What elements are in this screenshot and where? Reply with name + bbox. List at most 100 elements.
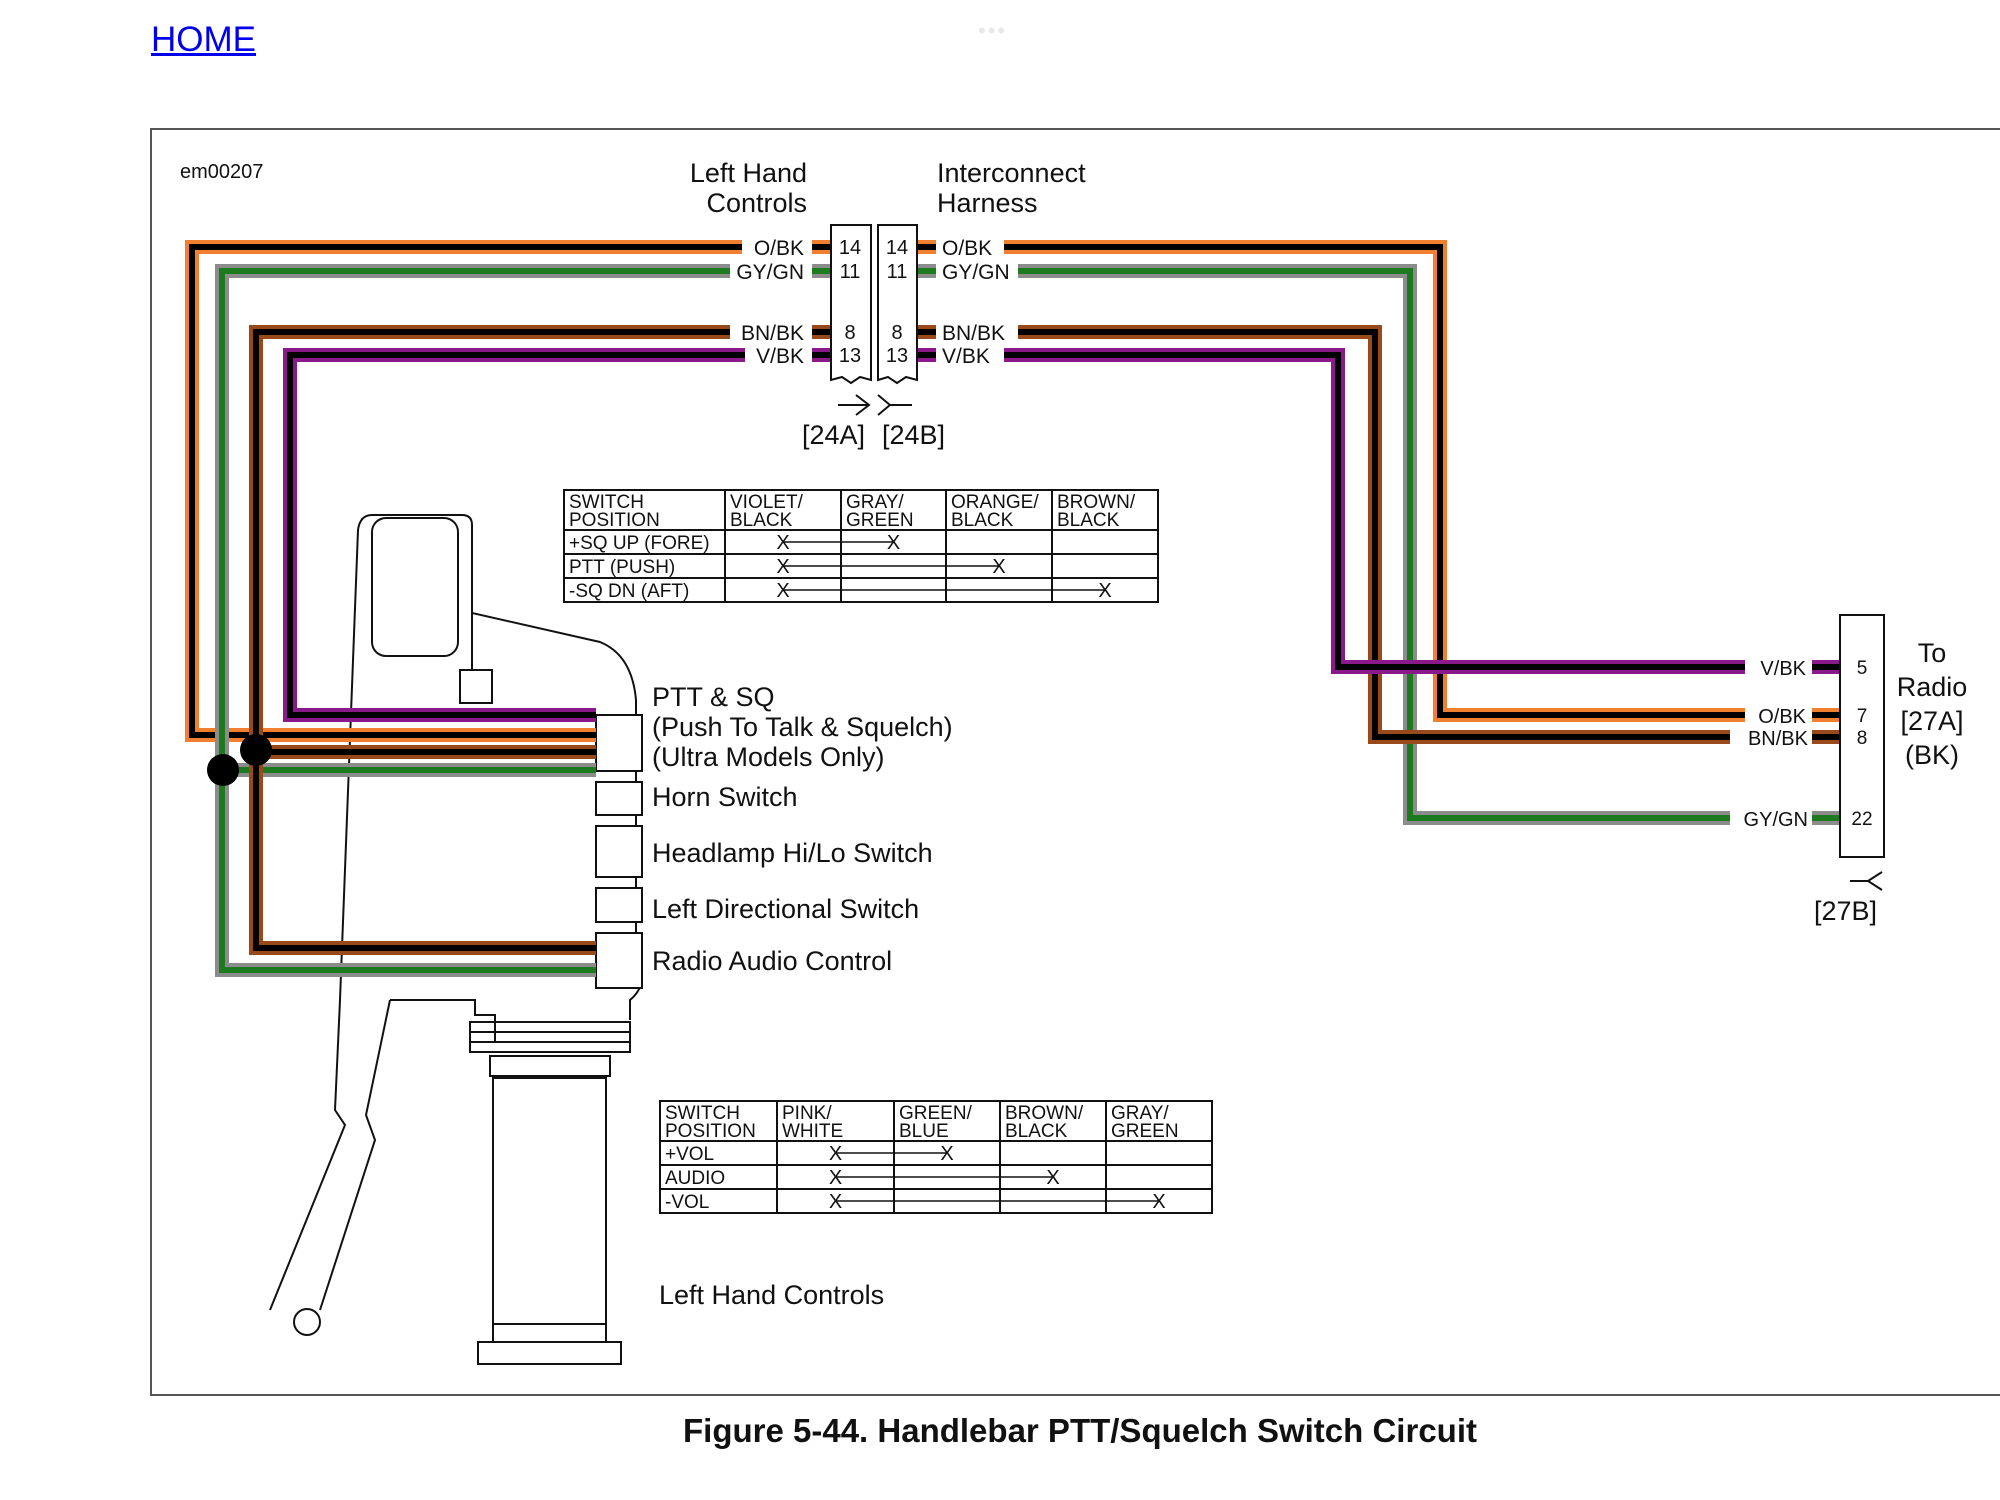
ptt-sq-label: PTT & SQ xyxy=(652,682,775,712)
wire-bn-bk-right-stripe xyxy=(1018,329,1730,740)
wire-label-o-bk-radio: O/BK xyxy=(1758,706,1806,728)
splice-dot-brown-black xyxy=(240,734,272,766)
table-header: GREEN xyxy=(1111,1121,1179,1142)
housing-outline xyxy=(372,514,637,715)
interconnect-harness-header: Interconnect xyxy=(937,158,1086,188)
interconnect-harness-header: Harness xyxy=(937,188,1038,218)
pin-24a-11: 11 xyxy=(840,261,861,283)
more-dots-icon: ••• xyxy=(978,18,1008,43)
table-header: GRAY/ xyxy=(846,492,904,513)
left-hand-controls-label: Left Hand Controls xyxy=(659,1280,884,1310)
continuity-mark: X xyxy=(1152,1191,1165,1213)
continuity-mark: X xyxy=(887,532,900,554)
squelch-switch-table: SWITCHPOSITIONVIOLET/BLACKGRAY/GREENORAN… xyxy=(563,489,1159,603)
mirror-mount xyxy=(371,517,459,657)
table-header: PINK/ xyxy=(782,1103,832,1124)
pin-27a-7: 7 xyxy=(1857,706,1868,727)
table-header: VIOLET/ xyxy=(730,492,804,513)
wire-label-o-bk-right: O/BK xyxy=(942,237,992,260)
continuity-mark: X xyxy=(940,1143,953,1165)
connector-24a xyxy=(830,224,872,385)
pin-24b-14: 14 xyxy=(886,237,908,259)
wire-label-v-bk-radio: V/BK xyxy=(1760,658,1806,680)
grip xyxy=(492,1077,607,1325)
left-hand-controls-header: Left Hand xyxy=(690,158,807,188)
table-row-label: +VOL xyxy=(665,1144,714,1165)
continuity-mark: X xyxy=(776,580,789,602)
continuity-mark: X xyxy=(829,1167,842,1189)
audio-switch-table: SWITCHPOSITIONPINK/WHITEGREEN/BLUEBROWN/… xyxy=(659,1100,1213,1214)
grip-end-cap xyxy=(477,1341,622,1365)
wire-o-bk-right-stripe xyxy=(1004,244,1745,718)
wire-label-gy-gn-left: GY/GN xyxy=(736,261,804,284)
radio-label: Radio xyxy=(1897,672,1968,702)
directional-switch-box xyxy=(595,887,643,923)
wire-label-bn-bk-left: BN/BK xyxy=(741,322,804,345)
clutch-switch xyxy=(459,669,493,704)
wire-bn-bk-left-1-stripe xyxy=(253,329,730,951)
table-header: ORANGE/ xyxy=(951,492,1039,513)
wire-label-v-bk-right: V/BK xyxy=(942,345,990,368)
continuity-mark: X xyxy=(776,556,789,578)
ptt-sq-label: (Ultra Models Only) xyxy=(652,742,885,772)
continuity-mark: X xyxy=(829,1191,842,1213)
clutch-lever-outline xyxy=(269,514,373,1311)
radio-audio-box xyxy=(595,932,643,989)
wire-label-v-bk-left: V/BK xyxy=(756,345,804,368)
table-header: BLACK xyxy=(730,510,793,531)
radio-connector-27a xyxy=(1839,614,1885,858)
radio-label: (BK) xyxy=(1905,740,1959,770)
home-link[interactable]: HOME xyxy=(151,20,256,59)
wire-gy-gn-right-stripe xyxy=(1018,268,1730,821)
pin-24b-13: 13 xyxy=(886,345,908,367)
wire-label-gy-gn-right: GY/GN xyxy=(942,261,1010,284)
pin-24a-13: 13 xyxy=(839,345,861,367)
handlebar-drawing xyxy=(269,514,643,1365)
continuity-mark: X xyxy=(1098,580,1111,602)
pin-24b-11: 11 xyxy=(887,261,908,283)
figure-id-label: em00207 xyxy=(180,161,263,183)
table-row-label: -SQ DN (AFT) xyxy=(569,581,689,602)
table-row-label: PTT (PUSH) xyxy=(569,557,675,578)
table-header: GRAY/ xyxy=(1111,1103,1169,1124)
wire-label-bn-bk-right: BN/BK xyxy=(942,322,1005,345)
pin-24b-8: 8 xyxy=(891,322,902,344)
continuity-mark: X xyxy=(1046,1167,1059,1189)
table-header: GREEN xyxy=(846,510,914,531)
connector-24b-label: [24B] xyxy=(882,420,945,450)
connector-symbols xyxy=(838,394,1883,891)
radio-label: To xyxy=(1918,638,1947,668)
wire-label-gy-gn-radio: GY/GN xyxy=(1744,809,1808,831)
wire-gy-gn-left-1-stripe xyxy=(219,268,730,973)
splice-dot-gray-green xyxy=(207,754,239,786)
continuity-mark: X xyxy=(829,1143,842,1165)
pin-27a-22: 22 xyxy=(1851,809,1872,830)
headlamp-switch-label: Headlamp Hi/Lo Switch xyxy=(652,838,933,868)
table-row-label: -VOL xyxy=(665,1192,709,1213)
table-header: GREEN/ xyxy=(899,1103,973,1124)
wire-label-bn-bk-radio: BN/BK xyxy=(1748,728,1809,750)
headlamp-switch-box xyxy=(595,825,643,878)
table-header: POSITION xyxy=(665,1121,756,1142)
wires xyxy=(185,240,1840,977)
wire-v-bk-left-0-stripe xyxy=(287,352,745,718)
ptt-switch-box xyxy=(595,714,643,772)
horn-switch-box xyxy=(595,781,643,816)
table-header: BLACK xyxy=(951,510,1014,531)
continuity-mark: X xyxy=(992,556,1005,578)
connector-27b-label: [27B] xyxy=(1814,896,1877,926)
directional-switch-label: Left Directional Switch xyxy=(652,894,919,924)
table-header: WHITE xyxy=(782,1121,843,1142)
radio-label: [27A] xyxy=(1900,706,1963,736)
figure-caption: Figure 5-44. Handlebar PTT/Squelch Switc… xyxy=(683,1412,1477,1449)
table-header: SWITCH xyxy=(569,492,644,513)
pin-24a-8: 8 xyxy=(844,322,855,344)
pin-24a-14: 14 xyxy=(839,237,861,259)
table-header: BLUE xyxy=(899,1121,949,1142)
diagram-frame xyxy=(150,128,2000,1396)
wire-label-o-bk-left: O/BK xyxy=(754,237,804,260)
pin-27a-8: 8 xyxy=(1857,728,1868,749)
table-row-label: +SQ UP (FORE) xyxy=(569,533,710,554)
table-row-label: AUDIO xyxy=(665,1168,725,1189)
